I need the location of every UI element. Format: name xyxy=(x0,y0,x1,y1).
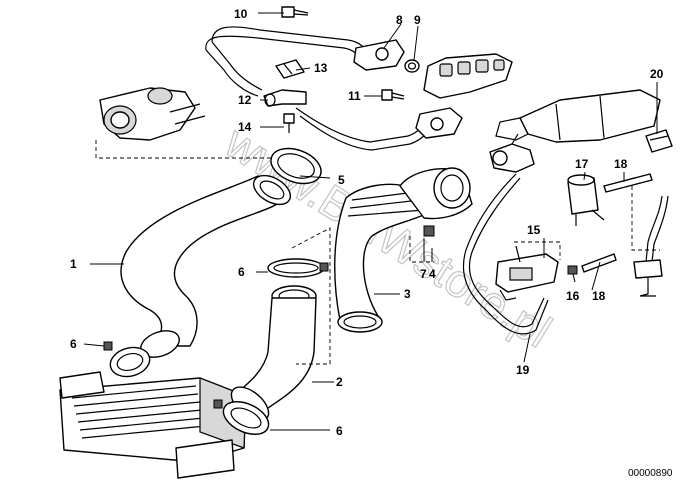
callout-16: 16 xyxy=(566,289,580,303)
vacuum-hose-19 xyxy=(462,173,549,335)
clip-13 xyxy=(275,59,305,79)
lower-pipe-bottom xyxy=(299,115,433,151)
hose-clamp-5 xyxy=(270,147,322,185)
callout-6: 6 xyxy=(238,265,245,279)
callout-10: 10 xyxy=(234,7,248,21)
callout-14: 14 xyxy=(238,120,252,134)
pressure-converter-15 xyxy=(495,245,559,301)
callout-15: 15 xyxy=(527,223,541,237)
callout-2: 2 xyxy=(336,375,343,389)
hose-clamp-6c xyxy=(213,399,270,435)
callout-17: 17 xyxy=(575,157,589,171)
callout-6: 6 xyxy=(70,337,77,351)
callout-5: 5 xyxy=(338,173,345,187)
drawing-code: 00000890 xyxy=(628,468,673,479)
callout-8: 8 xyxy=(396,13,403,27)
callout-1: 1 xyxy=(70,257,77,271)
callout-20: 20 xyxy=(650,67,664,81)
clamp-12 xyxy=(263,89,307,107)
callout-4: 4 xyxy=(429,267,436,281)
small-clamp-7 xyxy=(423,225,435,237)
callout-18: 18 xyxy=(614,157,628,171)
intake-plenum xyxy=(495,89,661,143)
callout-18: 18 xyxy=(592,289,606,303)
bolt-11 xyxy=(381,89,405,101)
boot-guide-dash xyxy=(409,236,434,263)
leader-lines xyxy=(83,12,658,431)
turbocharger xyxy=(99,87,206,141)
intake-boot-4 xyxy=(399,167,473,220)
hose-clamp-6a xyxy=(103,341,151,378)
tube-18-upper xyxy=(603,173,653,193)
callout-3: 3 xyxy=(404,287,411,301)
callout-7: 7 xyxy=(420,267,427,281)
turbo-guide-dash xyxy=(95,140,300,159)
clip-20 xyxy=(645,129,673,153)
lower-pipe-top xyxy=(295,107,429,143)
callout-6: 6 xyxy=(336,424,343,438)
callout-12: 12 xyxy=(238,93,252,107)
flange-bore xyxy=(375,47,389,61)
hose2-guide-dash xyxy=(291,227,331,365)
exhaust-manifold xyxy=(423,53,513,99)
bolt-10 xyxy=(281,6,309,18)
charge-air-hose-1 xyxy=(120,174,292,358)
gasket-ring xyxy=(404,59,420,73)
callout-labels: 1 2 3 4 5 6 6 6 7 8 9 10 11 12 13 14 15 … xyxy=(70,7,664,438)
filter-17 xyxy=(567,174,605,226)
callout-19: 19 xyxy=(516,363,530,377)
check-valve-assembly xyxy=(631,186,669,297)
callout-11: 11 xyxy=(348,89,361,103)
cap-16 xyxy=(567,265,578,275)
callout-13: 13 xyxy=(314,61,328,75)
exhaust-recirc-pipe xyxy=(205,26,371,97)
intercooler xyxy=(59,371,247,479)
callout-9: 9 xyxy=(414,13,421,27)
hose-clamp-6b xyxy=(267,258,329,278)
bypass-valve xyxy=(489,133,535,173)
bolt-14 xyxy=(283,113,295,133)
tube-18-lower xyxy=(581,253,617,273)
intake-boot-3 xyxy=(334,183,427,333)
